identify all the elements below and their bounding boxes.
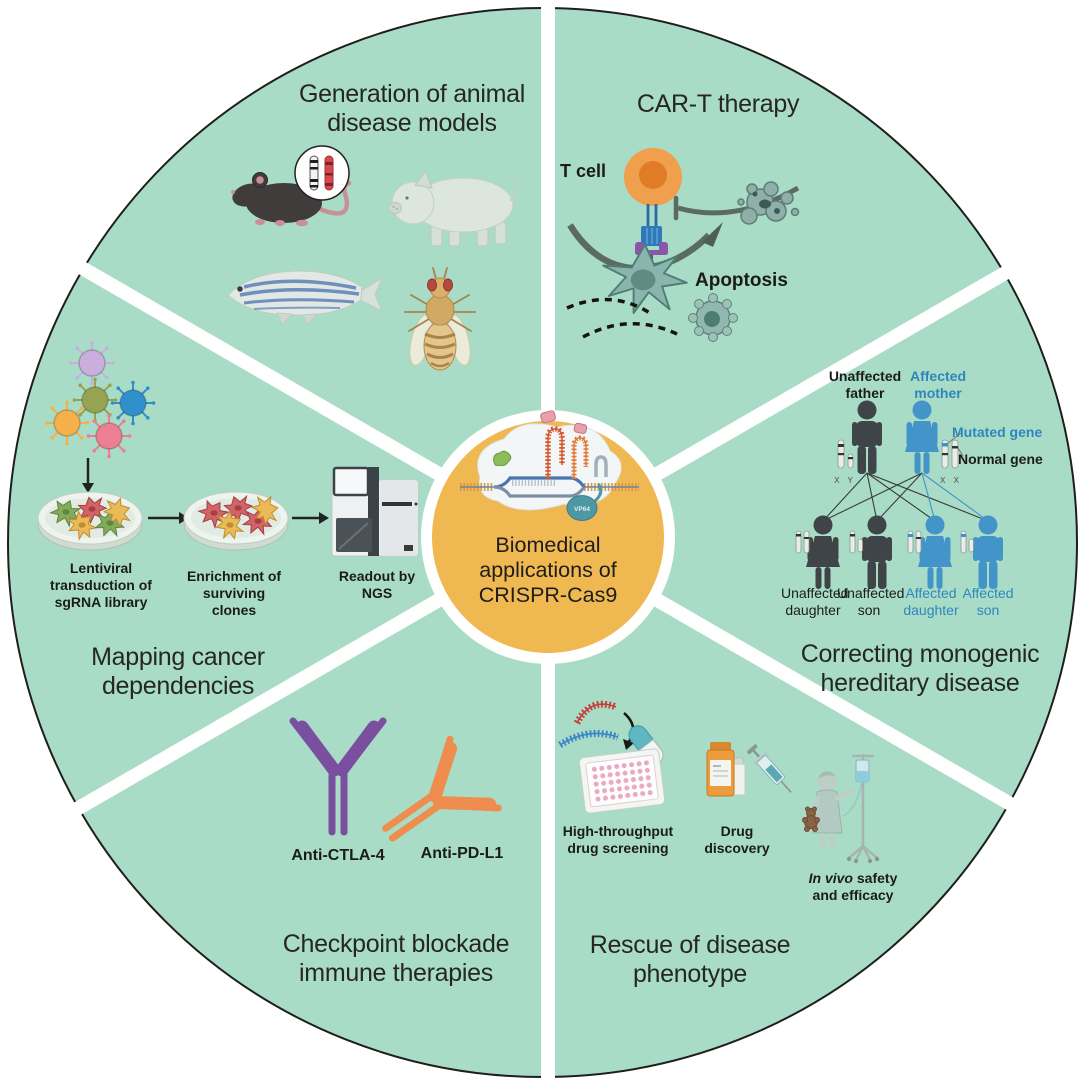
mother-chromosomes: X X [940,432,964,485]
syringe-icon [747,744,792,793]
unaffected-daughter-icon [806,515,840,589]
inheritance-lines [822,472,989,522]
center-title: Biomedical applications of CRISPR-Cas9 [478,533,618,607]
mother-label: Affected mother [909,368,966,402]
cancer-mapping-illustration [37,339,419,557]
chromosome-inset [294,145,350,201]
zebrafish-illustration [227,270,384,326]
checkpoint-title: Checkpoint blockade immune therapies [282,930,510,987]
t-cell-label: T cell [560,161,607,181]
mutated-gene-label: Mutated gene [952,424,1043,440]
effector-protein [493,450,512,467]
antibodies-illustration [289,717,502,842]
screening-label: High-throughput drug screening [562,823,674,857]
normal-gene-label: Normal gene [958,451,1043,467]
lentivirus-orange [43,399,91,447]
child-label-affected-son: Affected son [962,585,1014,619]
pig-illustration [388,169,521,247]
mouse-illustration [231,145,352,227]
cancer-step1-label: Lentiviral transduction of sgRNA library [50,560,152,611]
lentivirus-pink [85,412,133,460]
petri-dish-transduction [37,491,143,551]
teddy-bear [802,806,820,832]
father-icon [852,400,882,474]
apoptotic-cell-lower [688,293,738,342]
anti-pdl1-antibody [382,735,502,842]
cancer-step3-label: Readout by NGS [338,568,416,602]
invivo-label: In vivo safety and efficacy [808,870,898,904]
fruit-fly-illustration [404,267,476,371]
mother-icon [905,400,939,474]
petri-dish-enrichment [183,491,289,551]
affected-son-icon [973,515,1003,589]
mother-karyotype: X X [940,476,962,485]
drug-screening-illustration [558,700,666,814]
tumor-cell [602,243,688,315]
affected-daughter-icon [918,515,952,589]
drug-discovery-illustration [706,742,792,797]
ngs-sequencer [331,466,419,557]
animal-models-title: Generation of animal disease models [298,80,526,137]
anti-pdl1-label: Anti-PD-L1 [420,845,504,862]
rescue-title: Rescue of disease phenotype [589,931,791,988]
crispr-cas9-illustration: VP64 [460,410,639,521]
vp64-label: VP64 [574,506,590,513]
lentivirus-blue [109,379,157,427]
anti-ctla4-antibody [289,717,387,836]
vp64-protein [566,495,598,521]
father-label: Unaffected father [828,368,902,402]
anti-ctla4-label: Anti-CTLA-4 [291,847,385,864]
apoptosis-label: Apoptosis [695,270,788,291]
cancer-step2-label: Enrichment of surviving clones [186,568,282,619]
iv-pole [842,754,880,864]
child-label-unaffected-son: Unaffected son [837,585,905,619]
child-label-affected-daughter: Affected daughter [903,585,959,619]
segment-divider-top [541,0,555,540]
cancer-mapping-title: Mapping cancer dependencies [91,643,265,700]
monogenic-title: Correcting monogenic hereditary disease [800,640,1040,697]
child-patient [802,771,855,848]
patient-illustration [802,754,880,864]
well-plate-icon [578,748,666,814]
unaffected-son-icon [862,515,892,589]
car-t-title: CAR-T therapy [636,90,800,118]
lentivirus-purple [68,339,116,387]
father-karyotype: X Y [834,476,856,485]
pedigree-illustration: X Y X X [795,400,1003,589]
father-chromosomes: X Y [834,439,856,485]
car-t-illustration [566,148,800,342]
child-label-unaffected-daughter: Unaffected daughter [781,585,849,619]
discovery-label: Drug discovery [704,823,770,857]
